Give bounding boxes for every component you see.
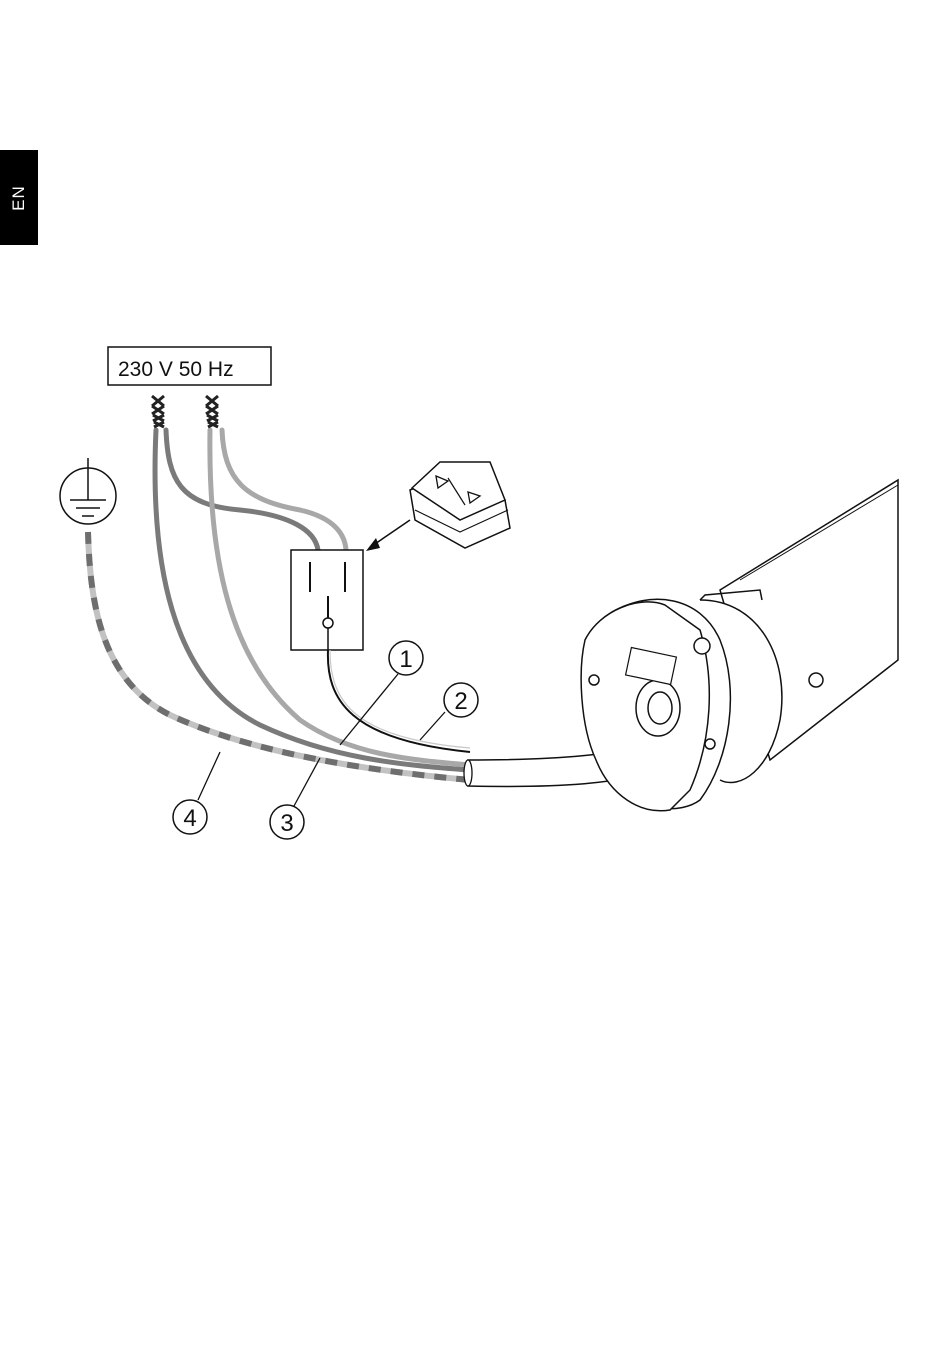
callout-2: 2	[444, 683, 478, 717]
supply-label-box: 230 V 50 Hz	[108, 347, 271, 385]
arrow-push-button-to-switch	[366, 520, 410, 551]
supply-label: 230 V 50 Hz	[118, 358, 234, 381]
tubular-motor-icon	[581, 480, 898, 811]
callout-2-number: 2	[454, 688, 467, 715]
callout-3-number: 3	[280, 810, 293, 837]
callout-1: 1	[389, 641, 423, 675]
callout-4: 4	[173, 800, 207, 834]
callout-1-number: 1	[399, 646, 412, 673]
wire-live-to-switch	[166, 430, 318, 550]
earth-ground-icon	[60, 458, 116, 524]
switch-icon	[291, 550, 363, 650]
callout-4-number: 4	[183, 805, 196, 832]
callout-3: 3	[270, 805, 304, 839]
wire-nut-icon	[152, 396, 218, 427]
push-button-switch-icon	[410, 462, 510, 548]
wire-neutral-to-switch	[222, 430, 346, 550]
